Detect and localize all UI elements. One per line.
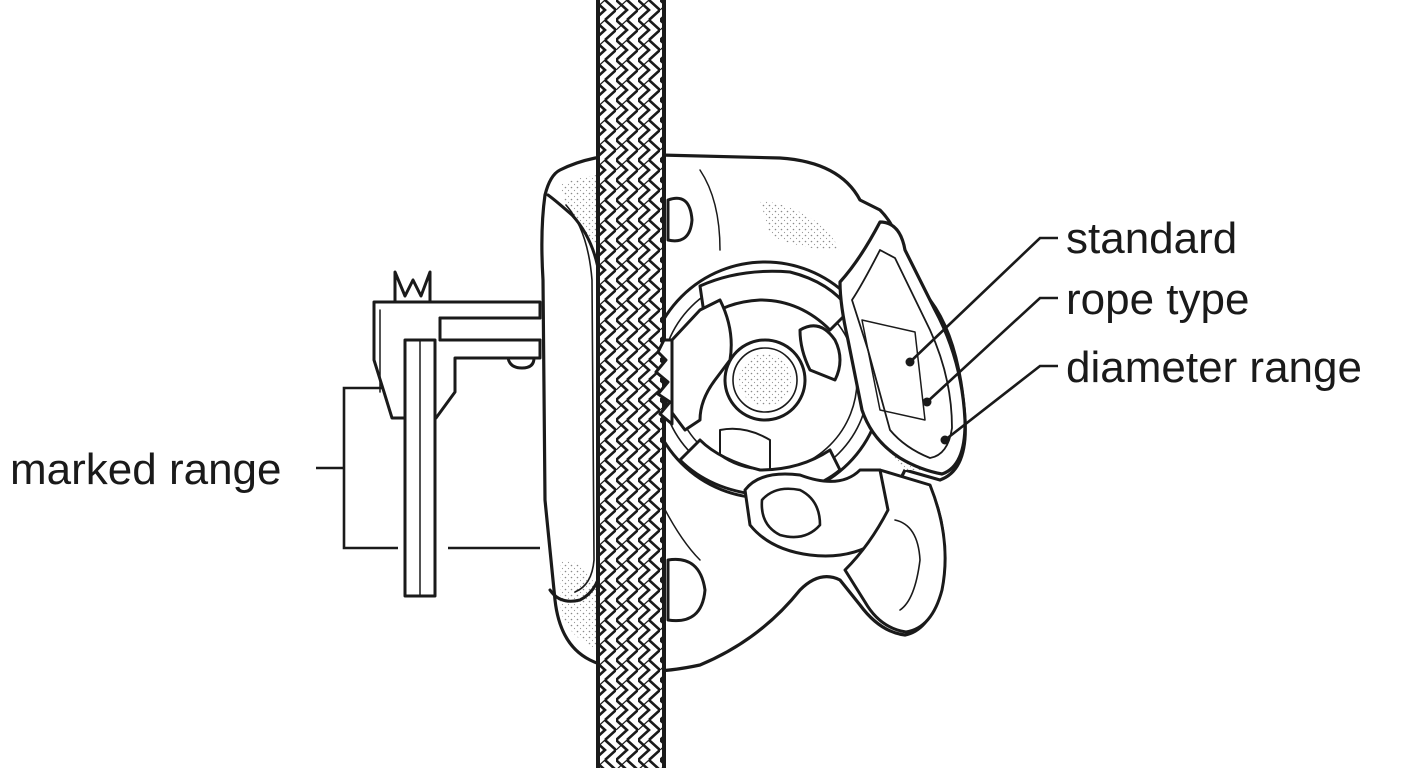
label-rope-type: rope type xyxy=(1066,275,1249,324)
leader-lines xyxy=(316,236,1058,550)
braided-rope-icon xyxy=(596,0,674,768)
diameter-range-leader xyxy=(944,364,1058,442)
rope-type-leader xyxy=(926,296,1058,403)
caliper-icon xyxy=(372,270,542,598)
standard-leader xyxy=(909,236,1058,363)
label-marked-range: marked range xyxy=(10,445,281,494)
label-diameter-range: diameter range xyxy=(1066,343,1362,392)
label-standard: standard xyxy=(1066,214,1237,263)
